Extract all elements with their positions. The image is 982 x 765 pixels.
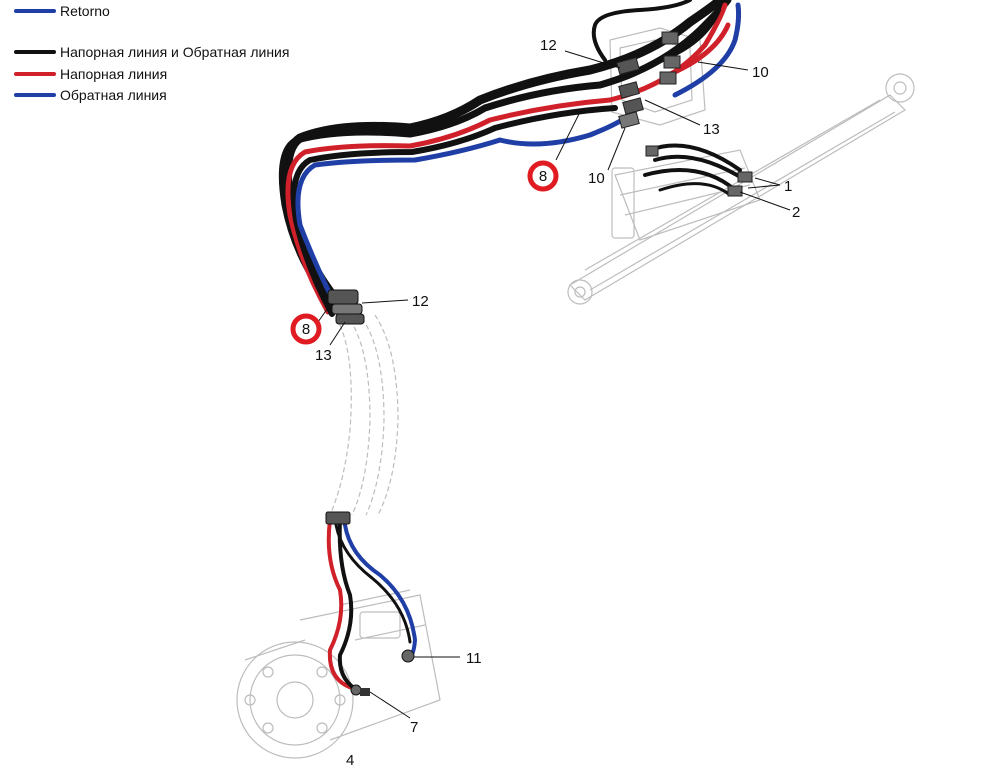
lower-hoses <box>326 518 418 694</box>
hose-black-top-left <box>591 0 692 62</box>
hose-black-3 <box>290 105 618 317</box>
badge-8-mid-label: 8 <box>302 321 310 338</box>
callout-12-top: 12 <box>540 37 557 54</box>
cylinder-outline <box>569 94 906 301</box>
ghost-pipe <box>349 319 371 516</box>
valve-fittings <box>645 145 753 197</box>
legend-item-return: Обратная линия <box>14 86 167 104</box>
legend-item-pressure-return: Напорная линия и Обратная линия <box>14 43 289 61</box>
legend-swatch-black <box>14 50 56 54</box>
legend-swatch-blue <box>14 9 56 13</box>
leader-lines <box>317 50 791 719</box>
legend-label: Обратная линия <box>60 87 167 103</box>
callout-13-top: 13 <box>703 121 720 138</box>
badge-8-top-label: 8 <box>539 168 547 185</box>
callout-10-mid: 10 <box>588 170 605 187</box>
callout-7: 7 <box>410 719 418 736</box>
callout-13-mid: 13 <box>315 347 332 364</box>
hose-red-upper <box>665 22 731 78</box>
legend-label: Напорная линия <box>60 66 168 82</box>
legend-label: Retorno <box>60 3 110 19</box>
legend-swatch-red <box>14 72 56 76</box>
callout-2: 2 <box>792 204 800 221</box>
lower-hose-red <box>326 518 354 690</box>
callout-11: 11 <box>466 650 482 667</box>
hose-blue <box>295 115 628 321</box>
lower-hose-blue <box>343 523 418 662</box>
lower-hose-black <box>337 518 362 694</box>
hose-bundle <box>278 0 742 321</box>
callout-4: 4 <box>346 752 354 765</box>
callouts: 12 10 13 10 1 2 12 13 11 7 4 <box>315 37 800 765</box>
lower-hose-black-2 <box>334 523 412 644</box>
callout-12-mid: 12 <box>412 293 429 310</box>
legend-item-retorno: Retorno <box>14 2 110 20</box>
valve-block-outline <box>609 27 706 126</box>
badge-8-mid: 8 <box>290 313 322 345</box>
callout-1: 1 <box>784 178 792 195</box>
callout-10-top: 10 <box>752 64 769 81</box>
legend-swatch-blue <box>14 93 56 97</box>
legend-item-pressure: Напорная линия <box>14 65 167 83</box>
top-fittings <box>616 31 681 129</box>
legend-label: Напорная линия и Обратная линия <box>60 44 290 60</box>
hose-blue-upper <box>672 2 742 98</box>
badge-8-top: 8 <box>527 160 559 192</box>
lower-fittings <box>325 511 415 696</box>
lower-connectors <box>327 289 365 325</box>
